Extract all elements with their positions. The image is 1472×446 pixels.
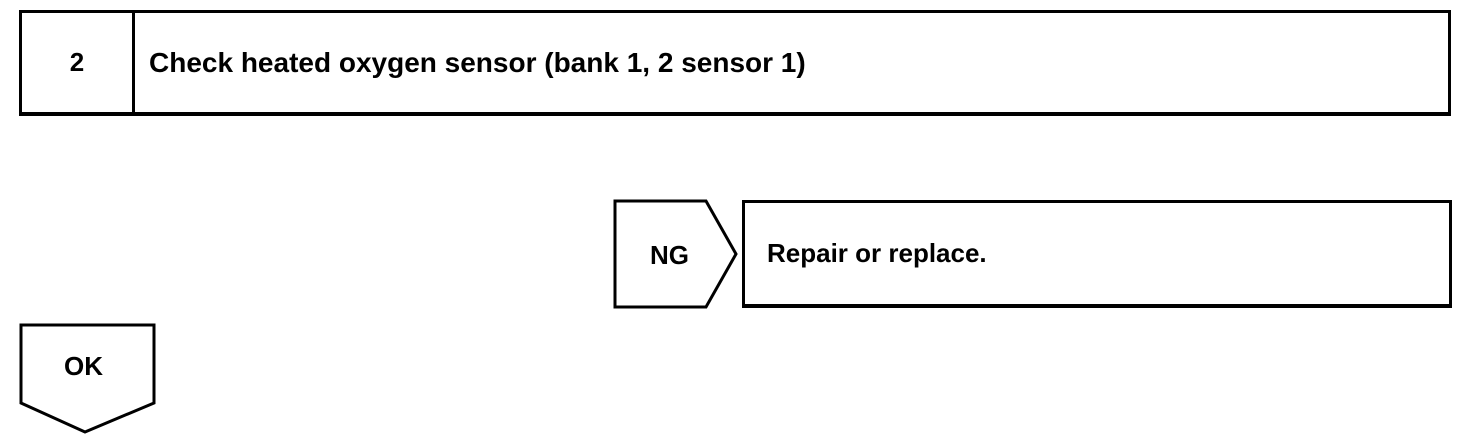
ng-label: NG xyxy=(650,240,689,270)
step-number: 2 xyxy=(22,13,135,112)
ng-action-text: Repair or replace. xyxy=(767,238,987,268)
ng-action-box: Repair or replace. xyxy=(742,200,1452,308)
step-title: Check heated oxygen sensor (bank 1, 2 se… xyxy=(149,46,806,78)
ng-arrow-shape xyxy=(613,199,738,309)
step-header-box: 2 Check heated oxygen sensor (bank 1, 2 … xyxy=(19,10,1451,116)
ok-label: OK xyxy=(64,351,103,381)
ok-arrow-shape xyxy=(19,323,156,434)
